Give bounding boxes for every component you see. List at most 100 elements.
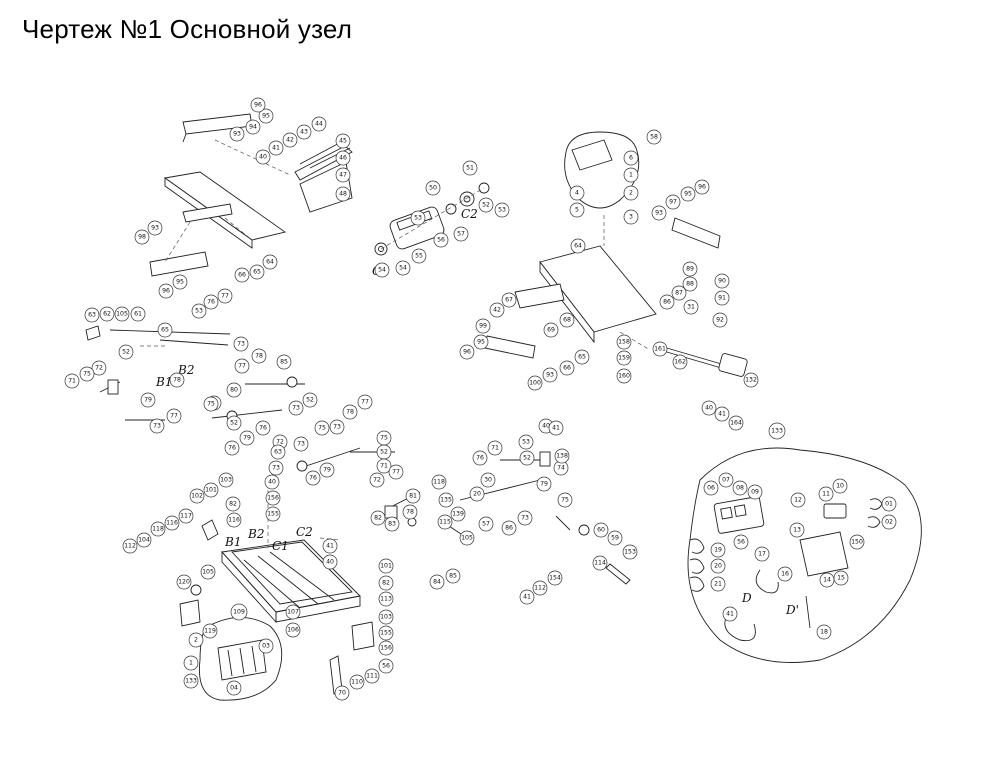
part-callout-57: 57	[478, 516, 494, 532]
part-callout-107: 107	[285, 604, 301, 620]
part-callout-52: 52	[519, 450, 535, 466]
svg-text:5: 5	[575, 207, 579, 214]
svg-text:79: 79	[243, 435, 251, 442]
svg-text:93: 93	[151, 225, 159, 232]
svg-text:54: 54	[378, 267, 386, 274]
svg-text:41: 41	[326, 543, 334, 550]
upper-rail-assembly	[149, 113, 353, 277]
svg-text:78: 78	[255, 353, 263, 360]
part-callout-71: 71	[376, 458, 392, 474]
svg-text:64: 64	[574, 243, 582, 250]
part-callout-52: 52	[478, 197, 494, 213]
svg-text:103: 103	[380, 614, 392, 621]
part-callout-103: 103	[218, 472, 234, 488]
part-callout-78: 78	[402, 504, 418, 520]
svg-text:99: 99	[479, 323, 487, 330]
part-callout-93: 93	[542, 367, 558, 383]
part-callout-47: 47	[335, 167, 351, 183]
part-callouts: 9394959640414243444546474893986465669596…	[64, 97, 897, 701]
part-callout-69: 69	[543, 322, 559, 338]
part-callout-76: 76	[305, 470, 321, 486]
part-callout-84: 84	[429, 574, 445, 590]
reference-letter-B1: B1	[224, 535, 241, 549]
part-callout-79: 79	[536, 476, 552, 492]
part-callout-96: 96	[250, 97, 266, 113]
part-callout-73: 73	[517, 510, 533, 526]
part-callout-52: 52	[302, 392, 318, 408]
part-callout-41: 41	[722, 606, 738, 622]
part-callout-96: 96	[459, 344, 475, 360]
svg-text:75: 75	[380, 435, 388, 442]
part-callout-5: 5	[569, 202, 585, 218]
part-callout-94: 94	[245, 119, 261, 135]
part-callout-68: 68	[559, 312, 575, 328]
part-callout-21: 21	[710, 576, 726, 592]
part-callout-53: 53	[191, 303, 207, 319]
part-callout-77: 77	[388, 464, 404, 480]
svg-text:91: 91	[718, 295, 726, 302]
svg-text:01: 01	[885, 501, 893, 508]
detail-callout-133: 133	[768, 422, 786, 440]
svg-text:1: 1	[629, 172, 633, 179]
svg-text:96: 96	[463, 349, 471, 356]
part-callout-118: 118	[150, 521, 166, 537]
part-callout-72: 72	[369, 472, 385, 488]
svg-text:105: 105	[202, 569, 214, 576]
part-callout-45: 45	[335, 133, 351, 149]
svg-text:19: 19	[714, 547, 722, 554]
svg-text:06: 06	[707, 485, 715, 492]
part-callout-56: 56	[733, 534, 749, 550]
svg-text:20: 20	[714, 563, 722, 570]
svg-text:77: 77	[170, 413, 178, 420]
part-callout-90: 90	[714, 273, 730, 289]
svg-text:95: 95	[684, 191, 692, 198]
part-callout-73: 73	[268, 460, 284, 476]
part-callout-41: 41	[548, 420, 564, 436]
part-callout-155: 155	[265, 506, 281, 522]
part-callout-77: 77	[217, 288, 233, 304]
part-callout-159: 159	[616, 350, 632, 366]
svg-text:73: 73	[521, 515, 529, 522]
svg-text:21: 21	[714, 581, 722, 588]
svg-text:18: 18	[820, 629, 828, 636]
part-callout-98: 98	[134, 229, 150, 245]
svg-text:75: 75	[561, 497, 569, 504]
part-callout-75: 75	[314, 420, 330, 436]
svg-text:159: 159	[618, 355, 630, 362]
svg-text:52: 52	[380, 449, 388, 456]
part-callout-4: 4	[569, 185, 585, 201]
part-callout-156: 156	[378, 640, 394, 656]
svg-text:97: 97	[669, 199, 677, 206]
part-callout-113: 113	[378, 591, 394, 607]
reference-letter-C2: C2	[296, 525, 313, 539]
svg-text:02: 02	[885, 519, 893, 526]
svg-text:79: 79	[540, 481, 548, 488]
part-callout-53: 53	[410, 210, 426, 226]
part-callout-43: 43	[296, 124, 312, 140]
part-callout-117: 117	[178, 508, 194, 524]
part-callout-112: 112	[532, 580, 548, 596]
part-callout-3: 3	[623, 209, 639, 225]
svg-text:40: 40	[542, 423, 550, 430]
svg-text:40: 40	[326, 559, 334, 566]
svg-text:153: 153	[624, 549, 636, 556]
svg-text:156: 156	[380, 645, 392, 652]
part-callout-40: 40	[264, 474, 280, 490]
part-callout-99: 99	[475, 318, 491, 334]
svg-text:16: 16	[781, 571, 789, 578]
part-callout-65: 65	[157, 322, 173, 338]
svg-text:44: 44	[315, 121, 323, 128]
svg-text:112: 112	[124, 543, 136, 550]
svg-text:93: 93	[655, 210, 663, 217]
part-callout-78: 78	[169, 372, 185, 388]
svg-text:42: 42	[493, 307, 501, 314]
svg-text:52: 52	[523, 455, 531, 462]
linkage-assembly	[85, 325, 631, 585]
svg-text:101: 101	[205, 487, 217, 494]
reference-letter-Dprime: D'	[785, 603, 799, 617]
svg-text:71: 71	[68, 378, 76, 385]
svg-text:52: 52	[482, 202, 490, 209]
svg-text:109: 109	[233, 609, 245, 616]
part-callout-133: 133	[183, 673, 199, 689]
part-callout-40: 40	[255, 149, 271, 165]
